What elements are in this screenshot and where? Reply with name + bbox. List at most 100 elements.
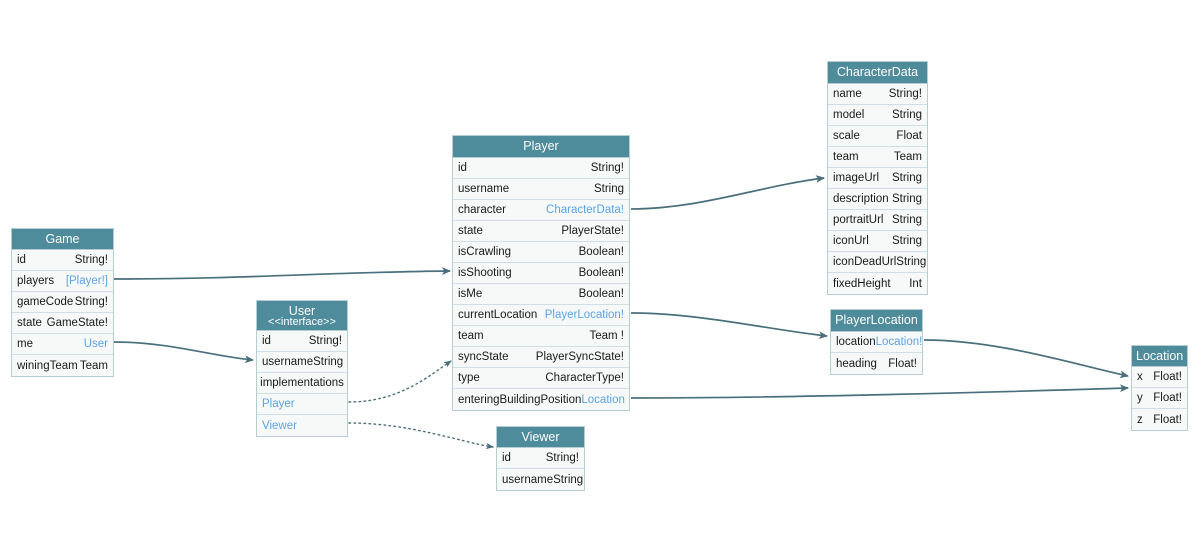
field-name: username: [458, 183, 510, 195]
field-type: Boolean!: [578, 246, 624, 258]
field-type: PlayerSyncState!: [535, 351, 624, 363]
field-name: username: [262, 356, 314, 368]
field-name: character: [458, 204, 506, 216]
field-type: Team: [893, 151, 922, 163]
field-row[interactable]: type CharacterType!: [453, 368, 629, 389]
field-type: String!: [74, 254, 108, 266]
field-name: model: [833, 109, 865, 121]
field-row[interactable]: z Float!: [1132, 409, 1187, 430]
node-header-game: Game: [12, 229, 113, 250]
field-name: name: [833, 88, 862, 100]
field-row[interactable]: team Team !: [453, 326, 629, 347]
field-name: portraitUrl: [833, 214, 884, 226]
node-title: CharacterData: [836, 65, 919, 79]
field-row[interactable]: me User: [12, 334, 113, 355]
field-row[interactable]: currentLocation PlayerLocation!: [453, 305, 629, 326]
field-name: imageUrl: [833, 172, 880, 184]
field-name: type: [458, 372, 480, 384]
field-row[interactable]: fixedHeight Int: [828, 273, 927, 294]
field-type: String!: [74, 296, 108, 308]
field-name: scale: [833, 130, 860, 142]
node-title: Viewer: [521, 430, 560, 444]
field-name: winingTeam: [17, 359, 78, 372]
node-header-user: User<<interface>>: [257, 301, 347, 331]
field-row[interactable]: portraitUrl String: [828, 210, 927, 231]
node-header-player: Player: [453, 136, 629, 158]
field-row[interactable]: implementations: [257, 373, 347, 394]
field-type: String: [891, 214, 922, 226]
node-header-characterdata: CharacterData: [828, 62, 927, 84]
field-name: me: [17, 338, 33, 350]
field-type: Team !: [589, 330, 624, 342]
field-name: team: [458, 330, 484, 342]
field-type[interactable]: Location: [581, 393, 625, 406]
field-name: z: [1137, 413, 1143, 426]
node-title: Game: [45, 232, 80, 246]
field-type: String!: [545, 452, 579, 464]
field-name: id: [458, 162, 467, 174]
field-name: fixedHeight: [833, 277, 891, 290]
field-name: state: [17, 317, 42, 329]
field-type[interactable]: Location!: [875, 336, 922, 348]
field-name: players: [17, 275, 55, 287]
field-name: heading: [836, 357, 877, 370]
field-row[interactable]: Player: [257, 394, 347, 415]
field-type[interactable]: CharacterData!: [546, 204, 624, 216]
field-name: isShooting: [458, 267, 512, 279]
field-type: CharacterType!: [545, 372, 624, 384]
field-type: String: [891, 193, 922, 205]
field-type: Float!: [1153, 413, 1182, 426]
field-type[interactable]: PlayerLocation!: [544, 309, 624, 321]
field-type[interactable]: [Player!]: [65, 275, 108, 287]
field-row[interactable]: players [Player!]: [12, 271, 113, 292]
field-type: Int: [909, 277, 922, 290]
field-name: username: [502, 473, 554, 486]
field-name: id: [262, 335, 271, 347]
field-name: Player: [262, 398, 295, 410]
node-stereotype: <<interface>>: [268, 316, 336, 329]
field-row[interactable]: character CharacterData!: [453, 200, 629, 221]
edge-playerlocation-location-to-location: [923, 339, 1129, 379]
field-name: currentLocation: [458, 309, 538, 321]
edge-user-Viewer-to-viewer: [348, 422, 494, 450]
field-type[interactable]: User: [83, 338, 108, 350]
field-row[interactable]: Viewer: [257, 415, 347, 436]
field-type: Boolean!: [578, 288, 624, 300]
